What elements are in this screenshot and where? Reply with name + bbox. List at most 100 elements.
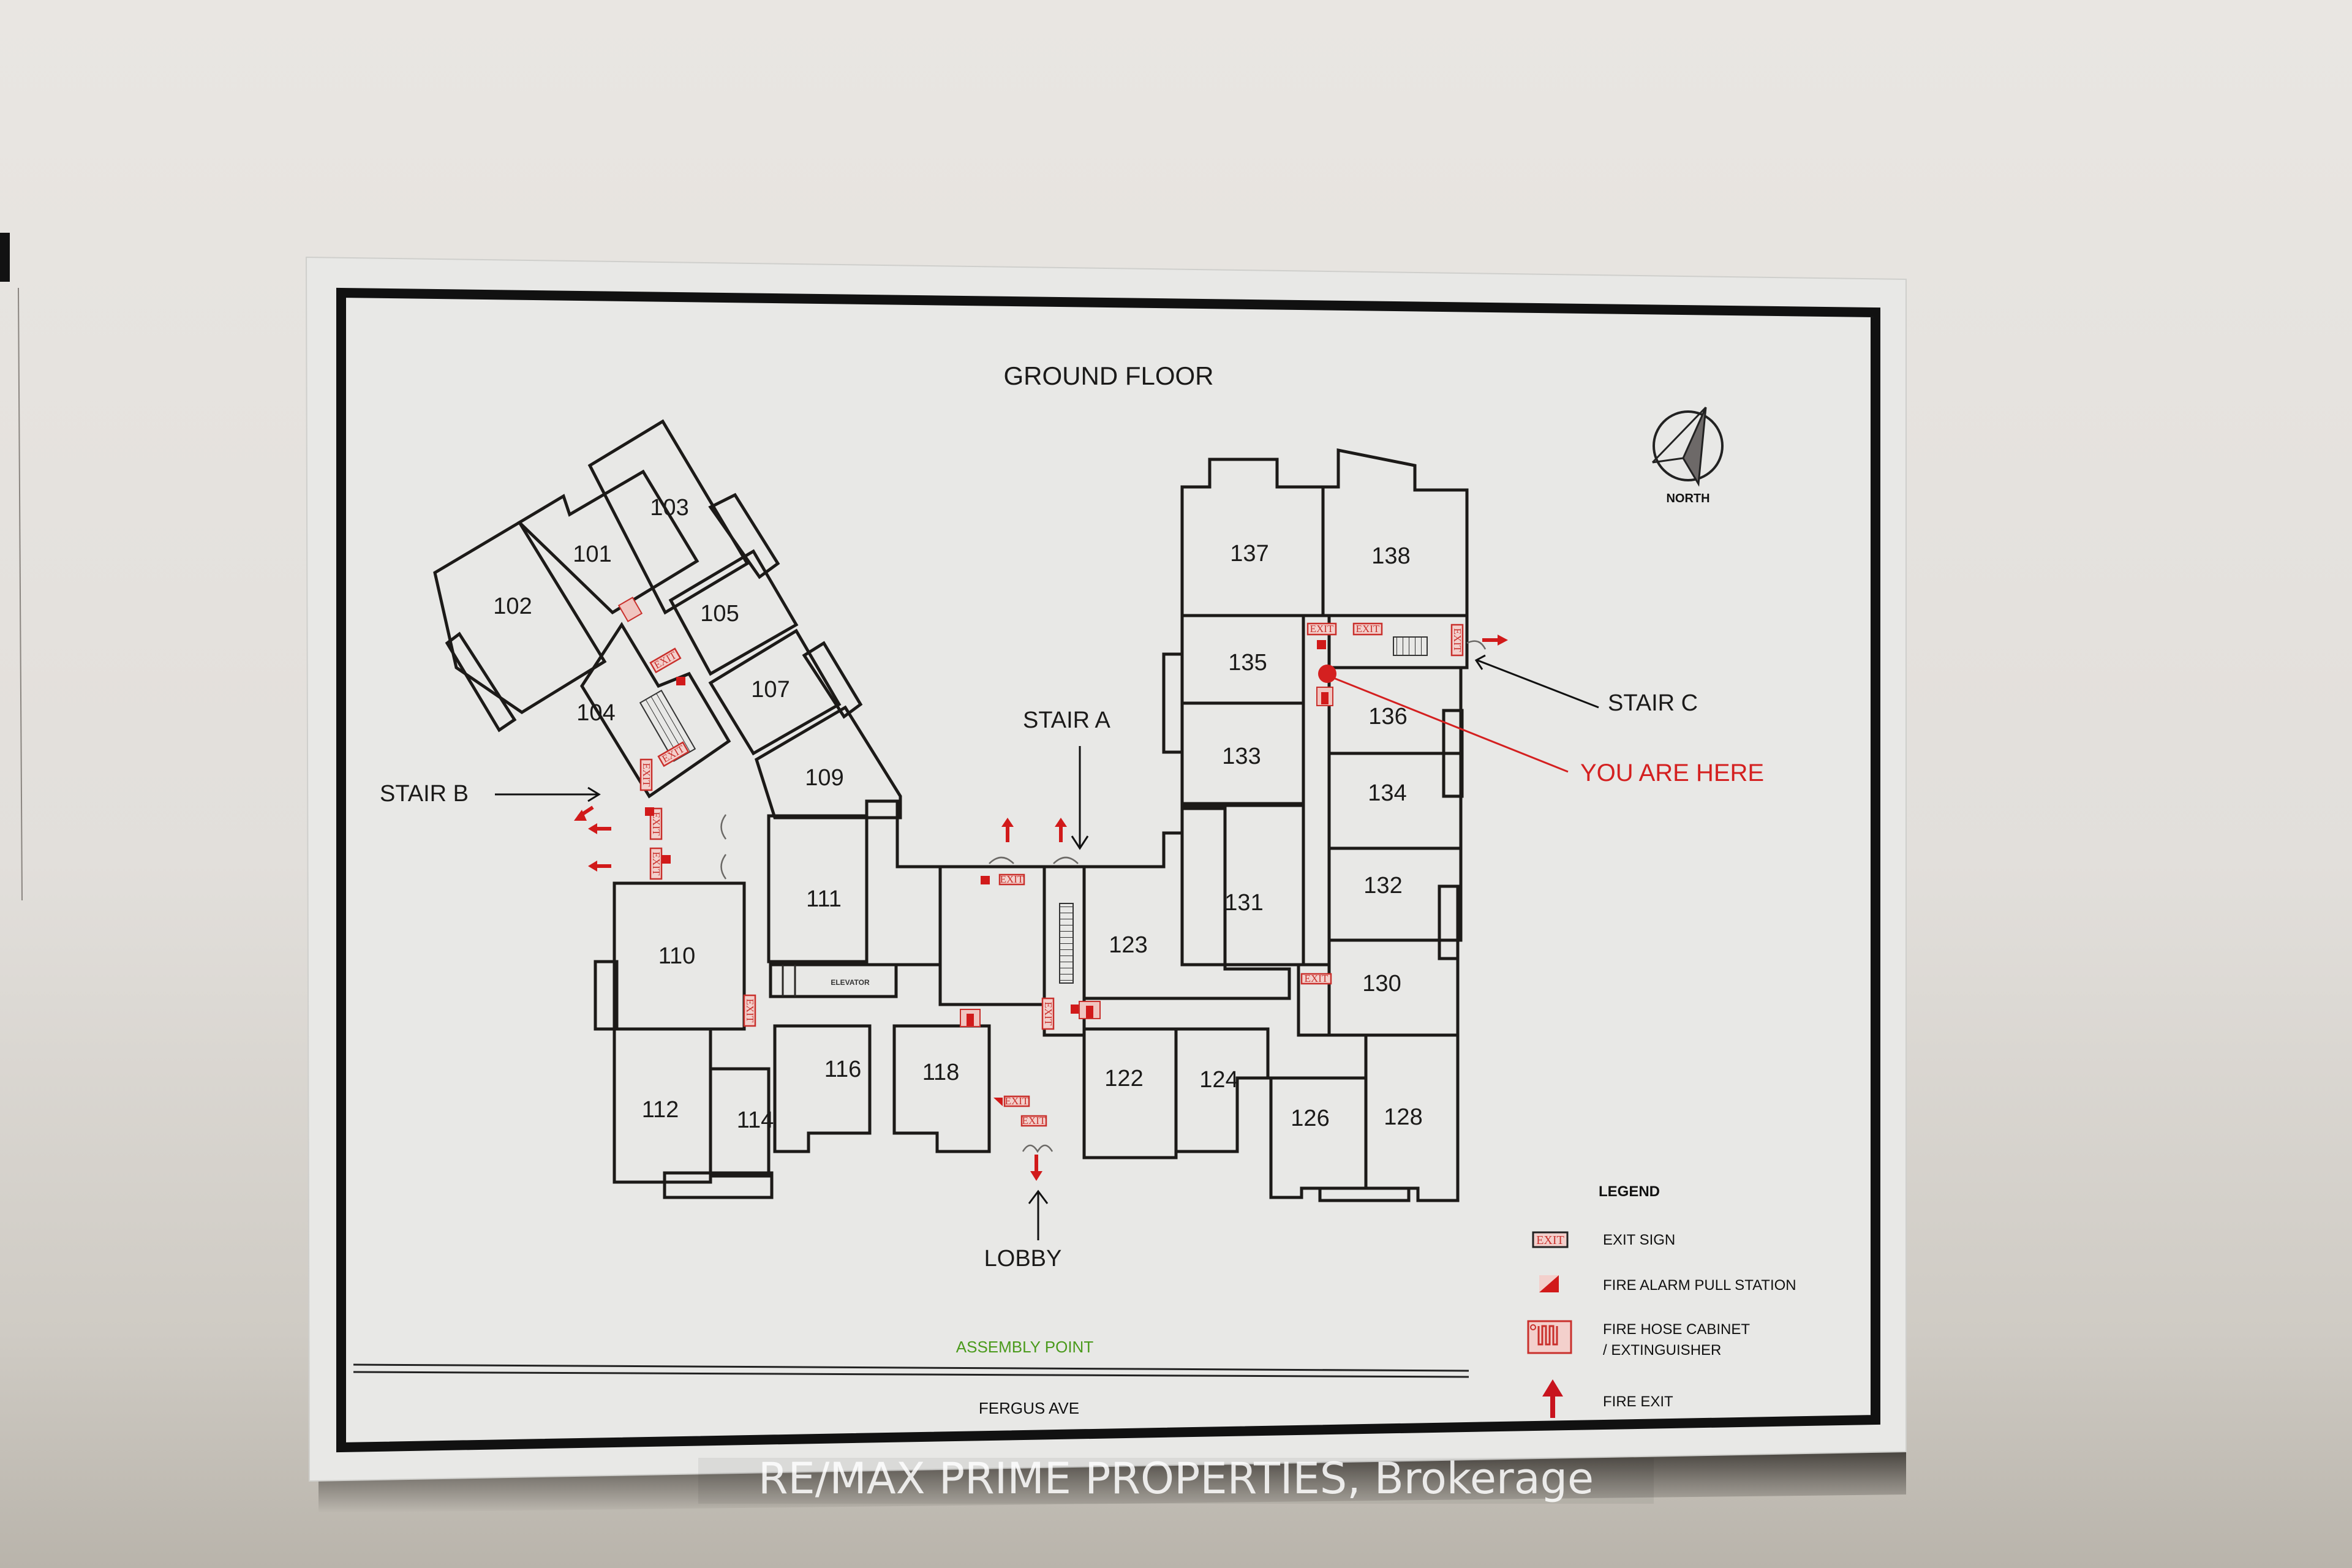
compass-label: NORTH	[1666, 492, 1709, 505]
adjacent-frame-edge	[0, 233, 10, 282]
lobby-callout: LOBBY	[984, 1189, 1062, 1272]
compass-circle-icon	[1653, 410, 1724, 481]
room-126: 126	[1291, 1106, 1329, 1131]
stair-c-steps	[1393, 636, 1428, 656]
fire-exit-arrow-icon	[1482, 635, 1508, 646]
exit-sign-icon: EXIT	[639, 758, 653, 791]
room-123: 123	[1109, 932, 1147, 958]
exit-sign-icon: EXIT	[1450, 624, 1464, 657]
south-west-block: ELEVATOR	[594, 799, 1086, 1199]
north-compass: NORTH	[1651, 406, 1724, 505]
room-109: 109	[805, 765, 843, 791]
room-138: 138	[1371, 543, 1410, 569]
svg-text:EXIT: EXIT	[1536, 1234, 1564, 1247]
room-133: 133	[1222, 744, 1261, 769]
stair-b-label: STAIR B	[380, 781, 469, 807]
room-105: 105	[700, 601, 739, 627]
exit-sign-icon: EXIT	[649, 847, 663, 880]
exit-sign-icon: EXIT	[1300, 973, 1332, 985]
exit-sign-icon: EXIT	[743, 994, 756, 1027]
room-128: 128	[1384, 1104, 1422, 1130]
fire-alarm-pull-station-icon	[662, 855, 671, 864]
svg-text:EXIT: EXIT	[650, 812, 662, 836]
doors	[720, 640, 1487, 1153]
svg-text:EXIT: EXIT	[650, 852, 662, 876]
legend-item-fire-hose-cabinet: FIRE HOSE CABINET / EXTINGUISHER	[1527, 1320, 1750, 1359]
svg-text:EXIT: EXIT	[1022, 1115, 1046, 1126]
room-130: 130	[1362, 971, 1401, 997]
svg-text:EXIT: EXIT	[1005, 1095, 1029, 1107]
legend-item-fire-alarm: FIRE ALARM PULL STATION	[1539, 1275, 1796, 1294]
west-wing	[433, 419, 902, 820]
exit-sign-icon: EXIT	[1306, 622, 1337, 636]
watermark: RE/MAX PRIME PROPERTIES, Brokerage	[758, 1453, 1594, 1504]
room-104: 104	[576, 700, 615, 726]
svg-text:FIRE HOSE CABINET: FIRE HOSE CABINET	[1603, 1321, 1750, 1338]
room-112: 112	[642, 1097, 679, 1123]
legend-item-exit-sign: EXIT EXIT SIGN	[1532, 1231, 1675, 1248]
room-132: 132	[1363, 873, 1402, 899]
room-103: 103	[650, 495, 688, 521]
lobby-label: LOBBY	[984, 1246, 1062, 1272]
svg-text:EXIT: EXIT	[1305, 973, 1329, 984]
you-are-here-dot-icon	[1318, 665, 1336, 683]
svg-text:FIRE ALARM PULL STATION: FIRE ALARM PULL STATION	[1603, 1277, 1796, 1294]
room-135: 135	[1228, 650, 1267, 676]
svg-text:EXIT: EXIT	[1452, 628, 1463, 652]
exit-sign-icon: EXIT	[1041, 997, 1055, 1030]
exit-sign-icon: EXIT	[649, 807, 663, 840]
room-131: 131	[1224, 890, 1263, 916]
fire-hose-cabinet-icon	[1527, 1320, 1572, 1354]
fire-alarm-pull-station-icon	[676, 677, 685, 685]
street-line	[353, 1363, 1469, 1372]
street-line	[353, 1371, 1469, 1378]
sign-frame	[336, 287, 1880, 1453]
exit-sign-icon: EXIT	[1003, 1095, 1030, 1107]
street-name: FERGUS AVE	[979, 1399, 1079, 1417]
fire-exit-arrow-icon	[574, 805, 594, 821]
svg-text:/ EXTINGUISHER: / EXTINGUISHER	[1603, 1342, 1721, 1359]
svg-text:EXIT: EXIT	[641, 763, 652, 787]
you-are-here-marker: YOU ARE HERE	[1318, 665, 1764, 786]
sign-panel	[305, 256, 1907, 1482]
exit-sign-icon: EXIT	[1020, 1115, 1047, 1127]
exit-sign-icon: EXIT	[998, 873, 1025, 886]
sign-shadow	[318, 1452, 1906, 1513]
room-101: 101	[573, 541, 611, 567]
room-122: 122	[1104, 1066, 1143, 1091]
room-110: 110	[658, 943, 696, 969]
fire-exit-arrow-icon	[1055, 818, 1067, 842]
fire-exit-arrows	[574, 635, 1508, 1181]
fire-alarm-pull-station-icon	[1539, 1275, 1559, 1292]
fire-alarm-pull-station-icon	[981, 876, 990, 884]
room-labels: 101 102 103 104 105 107 109 110 111 112 …	[493, 495, 1422, 1133]
room-102: 102	[493, 594, 532, 619]
stair-a-label: STAIR A	[1023, 707, 1111, 733]
fire-alarm-pull-station-icon	[645, 807, 654, 816]
stair-callouts: STAIR A STAIR B STAIR C	[380, 654, 1698, 850]
fire-equipment	[617, 597, 1333, 1106]
fire-exit-arrow-icon	[1030, 1155, 1042, 1181]
svg-text:EXIT: EXIT	[744, 999, 756, 1023]
fire-exit-arrow-icon	[588, 861, 611, 872]
fire-alarm-pull-station-icon	[1317, 640, 1326, 649]
svg-text:EXIT SIGN: EXIT SIGN	[1603, 1232, 1675, 1248]
fire-alarm-pull-station-icon	[1071, 1005, 1080, 1014]
wall-crack	[18, 287, 23, 901]
room-116: 116	[824, 1057, 862, 1082]
svg-text:EXIT: EXIT	[1042, 1002, 1054, 1026]
fire-alarm-pull-station-icon	[993, 1098, 1003, 1106]
fire-exit-arrow-icon	[1001, 818, 1014, 842]
legend-title: LEGEND	[1599, 1183, 1660, 1200]
room-107: 107	[751, 677, 790, 703]
legend-item-fire-exit: FIRE EXIT	[1542, 1379, 1673, 1418]
elevator-label: ELEVATOR	[831, 978, 870, 987]
fire-hose-cabinet-icon	[617, 597, 643, 622]
exit-sign-icon: EXIT	[1532, 1231, 1569, 1248]
room-124: 124	[1199, 1067, 1238, 1093]
room-118: 118	[922, 1060, 960, 1085]
stair-a-steps	[1059, 903, 1074, 984]
fire-exit-arrow-icon	[588, 823, 611, 834]
